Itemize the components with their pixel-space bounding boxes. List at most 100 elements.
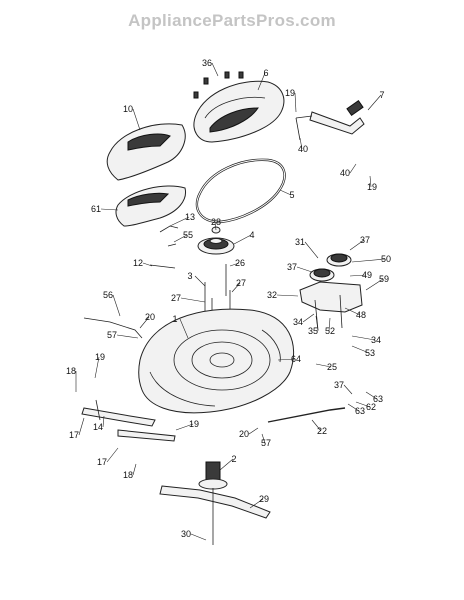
callout-label: 19 — [189, 419, 199, 429]
callout-leader — [229, 262, 240, 267]
callout-leader — [347, 403, 360, 412]
callout-leader — [219, 458, 234, 471]
callout-label: 52 — [325, 326, 335, 336]
callout-leader — [343, 384, 353, 395]
callout-label: 19 — [95, 352, 105, 362]
callout-leader — [173, 234, 188, 243]
callout-label: 25 — [327, 362, 337, 372]
callout-label: 19 — [367, 182, 377, 192]
callout-label: 31 — [295, 237, 305, 247]
callout-leader — [315, 315, 319, 332]
callout-leader — [276, 294, 299, 297]
callout-label: 20 — [239, 429, 249, 439]
callout-leader — [369, 175, 372, 188]
callout-leader — [261, 433, 266, 444]
callout-label: 55 — [183, 230, 193, 240]
callout-label: 12 — [133, 258, 143, 268]
callout-leader — [279, 189, 292, 196]
callout-label: 56 — [103, 290, 113, 300]
callout-label: 26 — [235, 258, 245, 268]
callout-leader — [277, 358, 296, 361]
callout-leader — [175, 423, 194, 431]
callout-leader — [180, 297, 206, 303]
callout-label: 13 — [185, 212, 195, 222]
callout-label: 37 — [287, 262, 297, 272]
callout-label: 30 — [181, 529, 191, 539]
callout-leader — [344, 307, 361, 316]
rod-22 — [267, 407, 346, 423]
belt-cover-part — [193, 80, 285, 143]
rod-56 — [83, 317, 143, 339]
callout-leader — [367, 94, 382, 111]
callout-label: 29 — [259, 494, 269, 504]
callout-leader — [94, 356, 100, 379]
callout-label: 14 — [93, 422, 103, 432]
callout-label: 32 — [267, 290, 277, 300]
idler-arm-part — [295, 100, 365, 141]
callout-leader — [355, 401, 371, 408]
callout-leader — [349, 274, 367, 277]
callout-label: 20 — [145, 312, 155, 322]
callout-label: 64 — [291, 354, 301, 364]
callout-leader — [179, 318, 189, 339]
callout-leader — [328, 317, 331, 332]
callout-label: 4 — [249, 230, 254, 240]
callout-leader — [349, 163, 357, 174]
callout-leader — [102, 415, 105, 428]
callout-label: 63 — [355, 406, 365, 416]
callout-leader — [132, 463, 137, 476]
callout-label: 18 — [123, 470, 133, 480]
callout-leader — [249, 498, 264, 509]
callout-label: 3 — [187, 271, 192, 281]
callout-label: 53 — [365, 348, 375, 358]
pulley-part — [197, 226, 235, 255]
callout-leader — [112, 294, 121, 317]
callout-leader — [351, 345, 370, 354]
callout-label: 61 — [91, 204, 101, 214]
callout-leader — [194, 275, 206, 287]
callout-label: 37 — [334, 380, 344, 390]
callout-label: 40 — [298, 144, 308, 154]
callout-leader — [142, 262, 153, 267]
callout-leader — [190, 533, 207, 541]
callout-label: 36 — [202, 58, 212, 68]
upper-shield-part — [106, 123, 186, 181]
callout-leader — [304, 241, 319, 259]
callout-label: 59 — [379, 274, 389, 284]
callout-leader — [296, 266, 313, 273]
callout-leader — [311, 419, 322, 432]
callout-label: 19 — [285, 88, 295, 98]
callout-label: 5 — [289, 190, 294, 200]
callout-leader — [257, 72, 266, 91]
callout-label: 22 — [317, 426, 327, 436]
callout-label: 27 — [171, 293, 181, 303]
callout-label: 50 — [381, 254, 391, 264]
callout-leader — [248, 427, 259, 435]
callout-leader — [231, 282, 241, 293]
callout-leader — [116, 334, 139, 339]
callout-label: 7 — [379, 90, 384, 100]
callout-label: 57 — [261, 438, 271, 448]
callout-label: 27 — [236, 278, 246, 288]
callout-label: 6 — [263, 68, 268, 78]
callout-label: 1 — [172, 314, 177, 324]
callout-leaders — [75, 62, 386, 541]
callout-leader — [106, 447, 119, 463]
callout-label: 17 — [69, 430, 79, 440]
mower-deck-part — [138, 308, 295, 414]
callout-label: 35 — [308, 326, 318, 336]
callout-label: 48 — [356, 310, 366, 320]
callout-leader — [365, 278, 384, 291]
callout-label: 17 — [97, 457, 107, 467]
blade-part — [159, 485, 271, 519]
callout-label: 63 — [373, 394, 383, 404]
lower-shield-part — [115, 185, 187, 227]
callout-leader — [294, 92, 297, 113]
callout-leader — [214, 221, 217, 231]
callout-leader — [351, 258, 386, 263]
callout-label: 18 — [66, 366, 76, 376]
idler-pulleys — [309, 253, 352, 282]
callout-leader — [351, 335, 376, 341]
